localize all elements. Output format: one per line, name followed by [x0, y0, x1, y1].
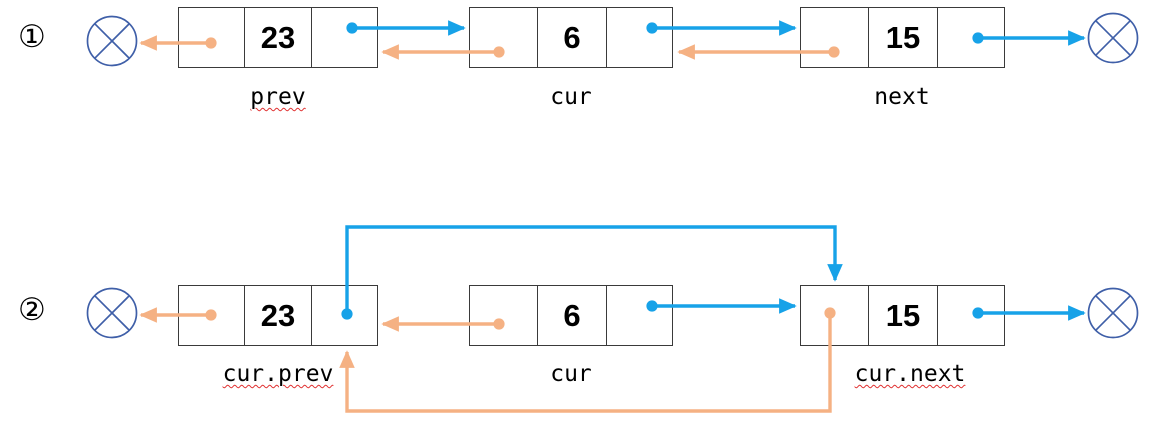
step-2-node-6: 6 [469, 285, 673, 346]
step-1-node-23-prev-cell [179, 8, 245, 67]
step-1-label-cur: cur [550, 84, 592, 110]
step-1-node-23-value: 23 [260, 19, 296, 55]
step-2-node-15-next-cell [937, 286, 1004, 345]
step-2-label-cur-prev: cur.prev [222, 361, 334, 387]
step-2-marker: ② [18, 292, 46, 328]
step-1-node-6-prev-cell [470, 8, 538, 67]
step-2-node-23-value: 23 [260, 297, 296, 333]
step-1-node-6-value: 6 [563, 19, 581, 55]
step-2-null-right-icon [1087, 287, 1139, 339]
step-2-label-cur: cur [550, 361, 592, 387]
step-1-marker: ① [18, 19, 46, 55]
step-1-node-6-next-cell [606, 8, 672, 67]
step-2-node-23-prev-cell [179, 286, 245, 345]
step-2-null-left-icon [86, 287, 138, 339]
step-1-node-15: 15 [800, 7, 1005, 68]
step-2-node-6-value: 6 [563, 297, 581, 333]
step-2-node-15-value: 15 [885, 297, 921, 333]
step-2-node-15-prev-cell [801, 286, 869, 345]
step-2-node-6-next-cell [606, 286, 672, 345]
step-1-node-15-next-cell [937, 8, 1004, 67]
step-1-label-prev: prev [250, 84, 306, 110]
step-2-label-cur-next: cur.next [854, 361, 966, 387]
step-1-node-23: 23 [178, 7, 378, 68]
step-1-null-left-icon [86, 15, 138, 67]
step-2-node-6-prev-cell [470, 286, 538, 345]
step-1-label-next: next [874, 84, 930, 110]
step-2-node-23: 23 [178, 285, 378, 346]
step-1-node-15-value: 15 [885, 19, 921, 55]
step-1-null-right-icon [1087, 12, 1139, 64]
step-1-node-15-prev-cell [801, 8, 869, 67]
step-2-node-23-next-cell [311, 286, 376, 345]
step-1-node-6: 6 [469, 7, 673, 68]
step-1-node-23-next-cell [311, 8, 376, 67]
step-2-node-15: 15 [800, 285, 1005, 346]
